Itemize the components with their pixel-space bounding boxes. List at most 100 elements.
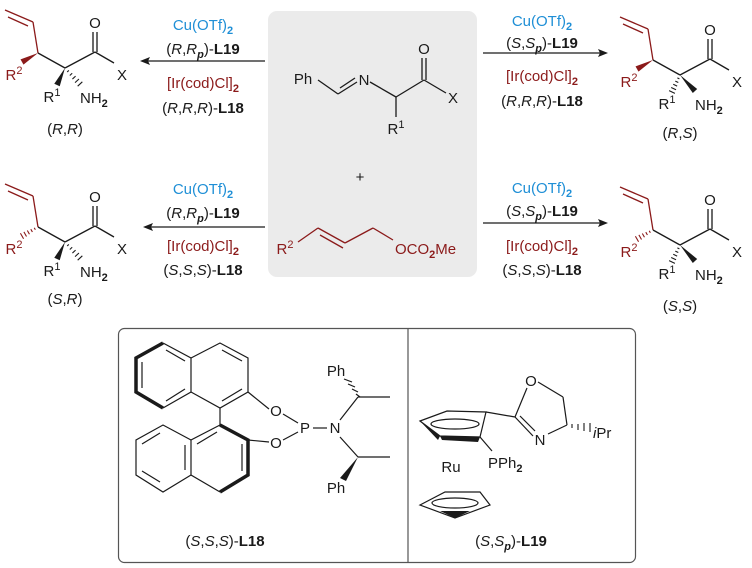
text-segment: R — [6, 67, 17, 84]
text-segment: 2 — [102, 272, 108, 284]
bond — [709, 58, 730, 71]
text-segment: R — [171, 41, 182, 58]
arrowhead-icon — [143, 223, 153, 231]
hash-bond — [19, 227, 36, 240]
text-segment: 2 — [516, 463, 522, 475]
text-segment: ( — [163, 262, 168, 279]
text-segment: S — [525, 203, 535, 220]
text-segment: p — [534, 43, 542, 55]
text-segment: R — [186, 205, 197, 222]
text-segment: S — [480, 533, 490, 550]
text-segment: S — [197, 262, 207, 279]
text-segment: S — [190, 533, 200, 550]
text-segment: Cu(OTf) — [512, 13, 566, 30]
nh2-label: NH2 — [695, 97, 723, 117]
text-segment: R — [182, 100, 193, 117]
text-segment: 1 — [669, 94, 675, 106]
text-segment: )- — [207, 262, 217, 279]
text-segment: , — [193, 262, 197, 279]
text-segment: [Ir(cod)Cl] — [167, 238, 233, 255]
text-segment: 2 — [227, 189, 233, 201]
text-segment: S — [168, 262, 178, 279]
product-stereo-label: (R,S) — [662, 125, 697, 142]
text-segment: NH — [695, 97, 717, 114]
text-segment: )- — [204, 205, 214, 222]
text-segment: 2 — [233, 83, 239, 95]
text-segment: , — [521, 203, 525, 220]
cu-catalyst: Cu(OTf)2 — [173, 17, 233, 37]
text-segment: 2 — [566, 21, 572, 33]
l18-o-label: O — [270, 403, 282, 420]
text-segment: ( — [47, 291, 52, 308]
text-segment: L18 — [557, 93, 583, 110]
hash-line — [74, 252, 80, 258]
text-segment: R — [506, 93, 517, 110]
ligand-box — [117, 327, 637, 564]
carbonyl-o-label: O — [704, 22, 716, 39]
hash-line — [33, 227, 36, 231]
carbonyl-o-label: O — [89, 15, 101, 32]
l18-ph-label: Ph — [327, 363, 345, 380]
wedge-bond — [54, 242, 65, 261]
bond — [679, 228, 711, 246]
hash-bond — [668, 247, 680, 264]
hash-line — [66, 244, 70, 247]
text-segment: L19 — [214, 41, 240, 58]
reaction-arrows — [146, 52, 602, 228]
text-segment: L19 — [214, 205, 240, 222]
bond — [32, 21, 39, 54]
ir-catalyst: [Ir(cod)Cl]2 — [167, 238, 239, 258]
text-segment: , — [182, 205, 186, 222]
imine-r1-label: R1 — [388, 119, 405, 138]
cu-catalyst: Cu(OTf)2 — [512, 180, 572, 200]
hash-line — [74, 78, 80, 84]
bond — [709, 228, 730, 241]
text-segment: ) — [692, 298, 697, 315]
l18-n-label: N — [330, 420, 341, 437]
hash-bond — [66, 70, 83, 87]
ir-ligand: (S,S,S)-L18 — [163, 262, 242, 279]
hash-line — [638, 234, 642, 240]
nh2-label: NH2 — [80, 90, 108, 110]
arrowhead-icon — [598, 49, 608, 57]
hash-line — [675, 80, 679, 83]
text-segment: )- — [547, 93, 557, 110]
hash-line — [19, 232, 25, 240]
text-segment: NH — [80, 264, 102, 281]
ligand-l18-structure — [134, 341, 390, 494]
text-segment: R — [167, 100, 178, 117]
hash-bond — [634, 230, 651, 243]
text-segment: , — [678, 125, 682, 142]
text-segment: R — [6, 241, 17, 258]
text-segment: , — [532, 262, 536, 279]
text-segment: , — [63, 121, 67, 138]
text-segment: 2 — [572, 246, 578, 258]
text-segment: ) — [78, 121, 83, 138]
text-segment: ( — [166, 205, 171, 222]
l19-o-label: O — [525, 373, 537, 390]
bond — [37, 226, 66, 243]
text-segment: p — [534, 211, 542, 223]
hash-line — [673, 253, 678, 257]
imine-o-label: O — [418, 41, 430, 58]
x-label: X — [732, 244, 742, 261]
text-segment: R — [171, 205, 182, 222]
bond — [622, 23, 644, 34]
text-segment: ( — [506, 203, 511, 220]
text-segment: R — [621, 74, 632, 91]
hash-line — [77, 81, 83, 87]
hash-line — [26, 230, 30, 235]
hash-line — [69, 246, 73, 250]
text-segment: , — [532, 93, 536, 110]
text-segment: 2 — [287, 239, 293, 251]
text-segment: L19 — [552, 203, 578, 220]
text-segment: OCO — [395, 241, 429, 258]
carbonyl-o-label: O — [89, 189, 101, 206]
text-segment: )- — [229, 533, 239, 550]
hash-line — [634, 235, 640, 243]
bond — [652, 59, 681, 76]
text-segment: 2 — [717, 275, 723, 287]
